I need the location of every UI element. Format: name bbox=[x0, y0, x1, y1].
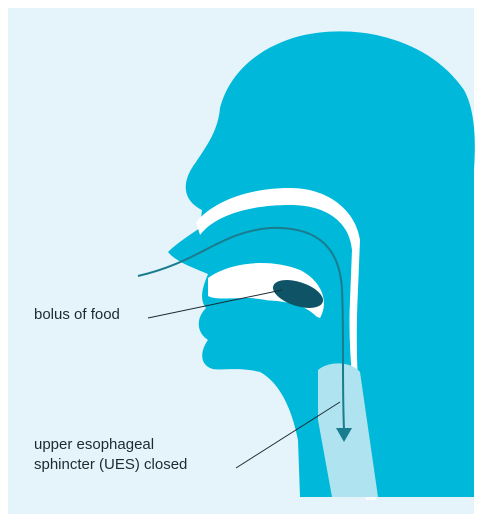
ues-label: upper esophageal sphincter (UES) closed bbox=[34, 435, 187, 475]
bolus-label: bolus of food bbox=[34, 305, 120, 325]
ues-label-line2: sphincter (UES) closed bbox=[34, 455, 187, 475]
ues-label-line1: upper esophageal bbox=[34, 435, 187, 455]
